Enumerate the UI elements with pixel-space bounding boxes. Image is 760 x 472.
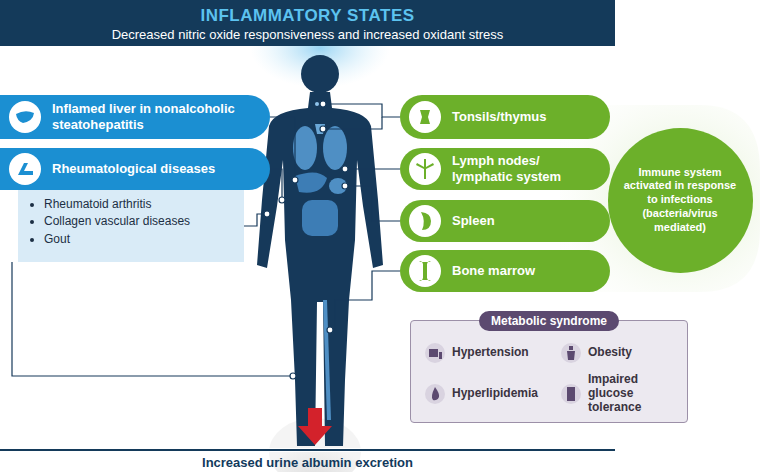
pill-label: Lymph nodes/ lymphatic system xyxy=(452,149,598,188)
item-label: Obesity xyxy=(588,346,632,360)
pill-label: Rheumatological diseases xyxy=(52,157,215,181)
syndrome-item: Obesity xyxy=(561,343,675,363)
item-grid: Hypertension ObesityHyperlipidemia Impaire… xyxy=(425,343,675,414)
bottom-mask xyxy=(0,448,615,452)
organ-pill: Bone marrow xyxy=(400,250,610,292)
syndrome-item: Impaired glucose tolerance xyxy=(561,373,675,414)
organ-pill: Tonsils/thymus xyxy=(400,95,610,139)
organ-pill: Spleen xyxy=(400,200,610,242)
list-item: Gout xyxy=(44,231,236,248)
organ-icon xyxy=(409,205,441,237)
item-label: Hypertension xyxy=(452,346,529,360)
organ-icon xyxy=(9,101,41,133)
bullet-list: Rheumatoid arthritisCollagen vascular di… xyxy=(22,196,236,248)
frame-line xyxy=(0,449,615,451)
caption-text: Increased urine albumin excretion xyxy=(0,455,615,470)
list-item: Rheumatoid arthritis xyxy=(44,196,236,213)
organ-icon xyxy=(409,153,441,185)
syndrome-item: Hyperlipidemia xyxy=(425,373,555,414)
item-label: Impaired glucose tolerance xyxy=(588,373,675,414)
item-icon xyxy=(425,384,445,404)
disease-list-box: Rheumatoid arthritisCollagen vascular di… xyxy=(18,190,244,262)
syndrome-item: Hypertension xyxy=(425,343,555,363)
condition-pill: Rheumatological diseases xyxy=(0,148,270,190)
item-icon xyxy=(425,343,445,363)
circle-label: Immune system activated in response to i… xyxy=(620,166,741,235)
item-icon xyxy=(561,384,581,404)
organ-icon xyxy=(9,153,41,185)
pill-label: Inflamed liver in nonalcoholic steatohep… xyxy=(52,97,258,136)
immune-circle: Immune system activated in response to i… xyxy=(608,128,753,273)
pill-label: Spleen xyxy=(452,209,495,233)
pill-label: Tonsils/thymus xyxy=(452,105,546,129)
title-text: INFLAMMATORY STATES xyxy=(0,6,615,26)
pill-label: Bone marrow xyxy=(452,259,535,283)
item-label: Hyperlipidemia xyxy=(452,387,538,401)
human-figure xyxy=(12,55,400,446)
subtitle-text: Decreased nitric oxide responsiveness an… xyxy=(0,27,615,42)
metabolic-syndrome-box: Metabolic syndromeHypertensionObesityHyp… xyxy=(410,320,688,423)
organ-pill: Lymph nodes/ lymphatic system xyxy=(400,148,610,190)
organ-icon xyxy=(409,255,441,287)
down-arrow xyxy=(298,408,332,445)
item-icon xyxy=(561,343,581,363)
box-heading: Metabolic syndrome xyxy=(479,311,619,331)
organ-icon xyxy=(409,101,441,133)
header-band xyxy=(0,0,615,46)
condition-pill: Inflamed liver in nonalcoholic steatohep… xyxy=(0,95,270,139)
list-item: Collagen vascular diseases xyxy=(44,213,236,230)
